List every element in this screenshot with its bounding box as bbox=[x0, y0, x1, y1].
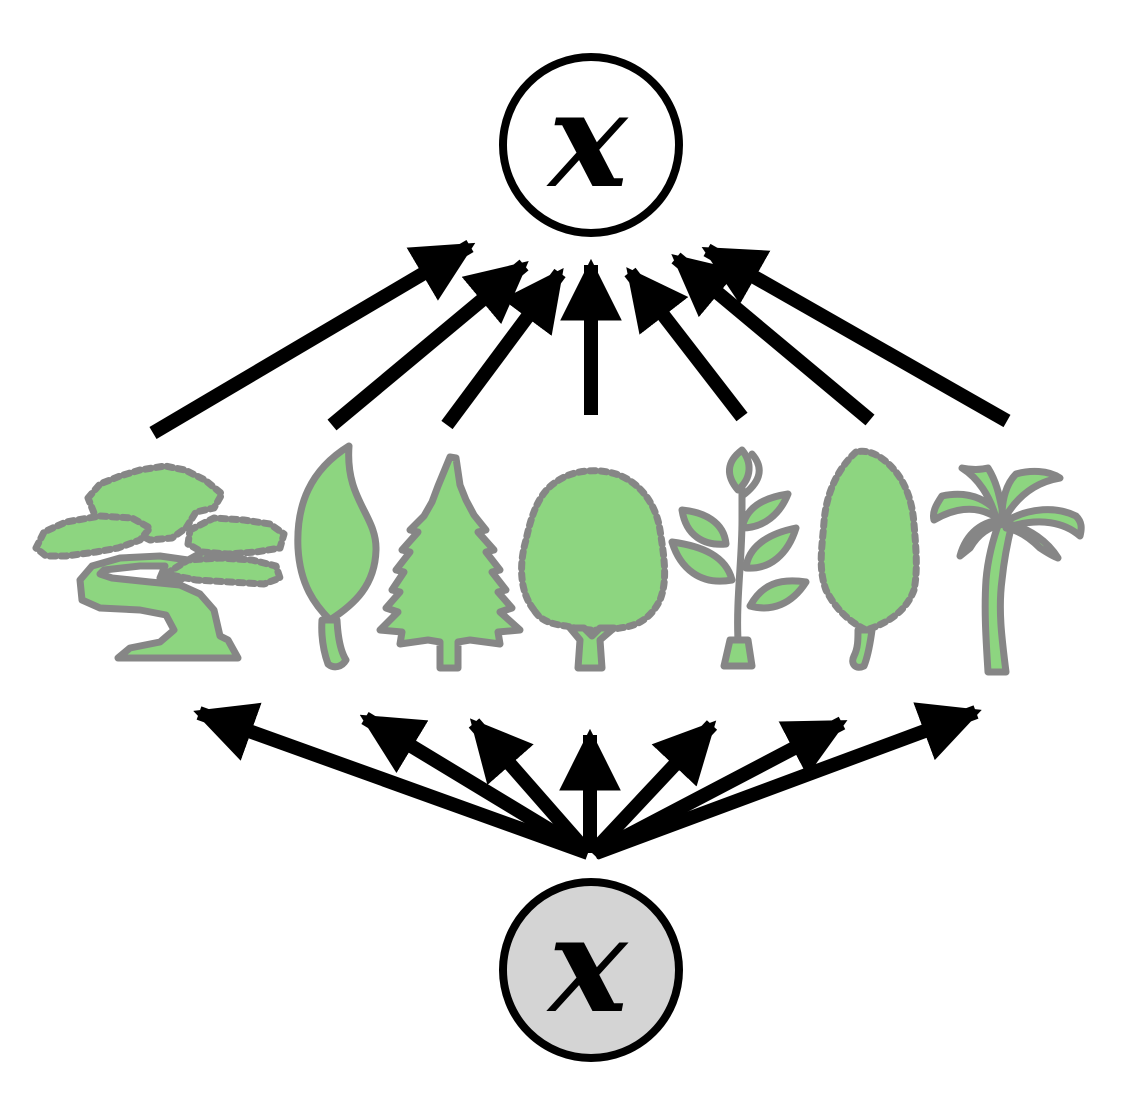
bonsai-tree-icon bbox=[32, 462, 288, 662]
pine-tree-icon bbox=[376, 453, 524, 672]
bottom-node-label: x bbox=[546, 888, 629, 1043]
input-arrow-palm bbox=[593, 702, 982, 860]
output-arrow-leaf bbox=[327, 259, 529, 431]
palm-tree-icon bbox=[930, 464, 1085, 676]
sapling-icon bbox=[668, 446, 810, 670]
tree-row bbox=[32, 442, 1085, 676]
input-arrow-leaf bbox=[359, 712, 592, 859]
oval-tree-icon bbox=[817, 447, 920, 671]
input-arrow-sapling bbox=[586, 720, 718, 858]
top-node-label: x bbox=[546, 63, 629, 218]
output-arrow-bonsai bbox=[149, 239, 476, 440]
top-node: x bbox=[499, 53, 683, 237]
round-tree-icon bbox=[518, 467, 669, 672]
input-arrow-pine bbox=[468, 718, 594, 858]
output-arrows bbox=[149, 239, 1011, 440]
leaf-tree-icon bbox=[294, 442, 380, 671]
output-arrow-sapling bbox=[624, 267, 748, 422]
input-arrows bbox=[193, 702, 982, 860]
output-arrow-palm bbox=[701, 243, 1011, 428]
top-node-circle bbox=[499, 53, 683, 237]
bottom-node: x bbox=[499, 878, 683, 1062]
bottom-node-circle bbox=[499, 878, 683, 1062]
output-arrow-pine bbox=[441, 268, 566, 430]
input-arrow-bonsai bbox=[193, 702, 591, 860]
